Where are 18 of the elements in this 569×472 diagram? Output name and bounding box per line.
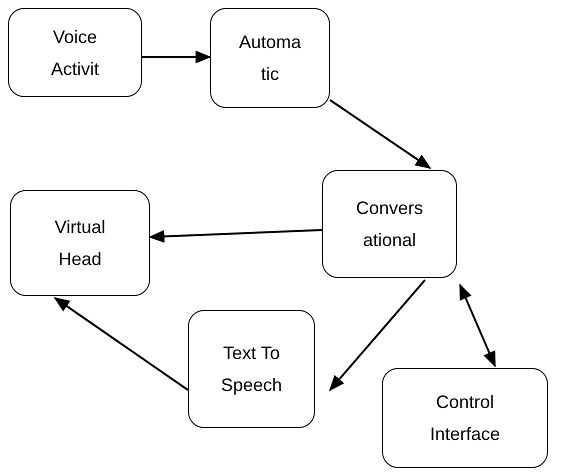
process-box	[8, 8, 142, 97]
process-box	[188, 310, 315, 428]
node-label: Voice Activit	[50, 26, 100, 80]
arrow	[329, 99, 432, 169]
arrow	[142, 50, 212, 64]
arrow	[328, 279, 426, 392]
process-box	[10, 190, 150, 296]
node-label: Text To Speech	[220, 342, 284, 397]
node-label: Convers ational	[354, 197, 424, 252]
arrow	[459, 284, 496, 368]
node-label: Virtual Head	[54, 216, 106, 271]
arrow	[54, 297, 189, 391]
node-label: Control Interface	[428, 391, 502, 446]
process-box	[322, 170, 457, 278]
process-box	[210, 8, 330, 108]
node-label: Automa tic	[238, 31, 302, 86]
process-box	[382, 368, 548, 468]
arrow	[148, 229, 322, 243]
